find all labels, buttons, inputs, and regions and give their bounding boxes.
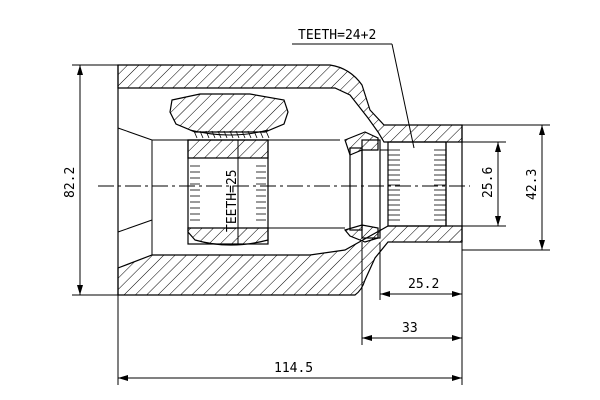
dim-spline-diameter-label: 25.6	[481, 167, 496, 198]
knurl-tick	[199, 130, 204, 139]
knurl-tick	[211, 130, 216, 139]
teeth-outer-callout: TEETH=24+2	[292, 28, 415, 149]
dim-stem-length: 33	[361, 242, 463, 345]
cage-knurl	[189, 129, 270, 139]
joint-ball	[169, 93, 289, 133]
dim-overall-height-label: 82.2	[63, 167, 78, 198]
knurl-tick	[217, 130, 222, 139]
stem-spline-teeth	[388, 149, 446, 221]
knurl-tick	[223, 130, 228, 139]
housing-bottom-wall	[117, 225, 463, 296]
dim-overall-length: 114.5	[117, 295, 463, 385]
teeth-inner-label: TEETH=25	[225, 169, 240, 232]
teeth-outer-label: TEETH=24+2	[298, 28, 376, 43]
knurl-tick	[253, 130, 258, 139]
housing-top-wall	[117, 64, 463, 143]
dim-spline-length: 25.2	[379, 242, 463, 300]
dim-overall-height: 82.2	[63, 64, 118, 296]
dim-spline-length-label: 25.2	[408, 277, 439, 292]
inner-race-top	[187, 139, 269, 159]
dim-overall-length-label: 114.5	[274, 361, 313, 376]
knurl-tick	[265, 130, 270, 139]
housing-inner-outline	[117, 88, 153, 268]
knurl-tick	[229, 130, 234, 139]
retaining-ring	[349, 147, 363, 231]
dim-stem-length-label: 33	[402, 321, 418, 336]
inner-spline-teeth	[190, 165, 266, 221]
dim-shaft-outer: 42.3	[462, 124, 550, 251]
knurl-tick	[247, 130, 252, 139]
knurl-tick	[193, 130, 198, 139]
knurl-tick	[241, 130, 246, 139]
knurl-tick	[235, 130, 240, 139]
knurl-tick	[259, 130, 264, 139]
dim-spline-diameter: 25.6	[446, 141, 506, 227]
seal-collar	[361, 139, 381, 239]
dim-shaft-outer-label: 42.3	[525, 169, 540, 200]
knurl-tick	[205, 130, 210, 139]
